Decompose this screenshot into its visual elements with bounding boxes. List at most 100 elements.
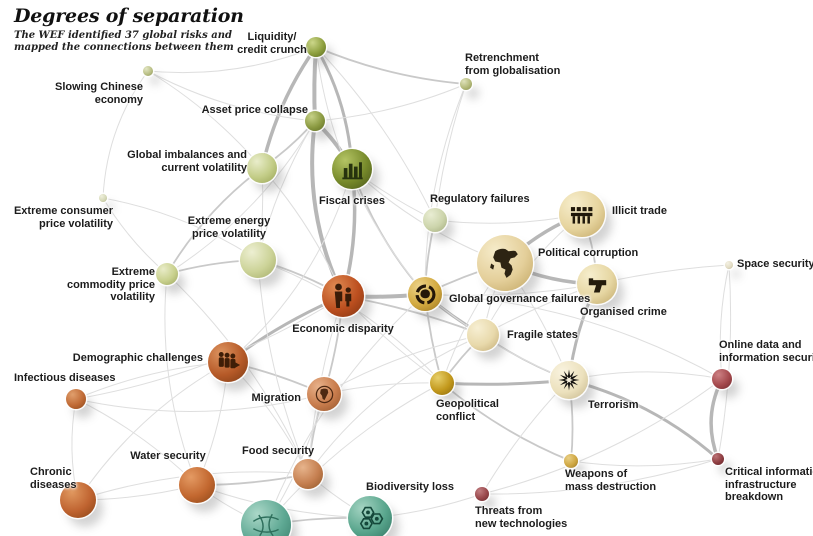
node-fragile[interactable] [467, 319, 499, 351]
label-migration: Migration [251, 392, 302, 404]
node-migration[interactable] [307, 377, 341, 411]
node-governance[interactable] [408, 277, 442, 311]
label-asset: Asset price collapse [201, 104, 308, 116]
node-corruption[interactable] [477, 235, 533, 291]
edge-infectious-water [75, 398, 198, 486]
edge-retrench-regulatory [434, 83, 467, 221]
label-terrorism: Terrorism [588, 399, 639, 411]
edge-fragile-migration [323, 334, 484, 395]
edge-liquidity-asset [312, 45, 318, 123]
gun-icon [583, 270, 612, 299]
edge-chinese-imbalances [147, 70, 263, 169]
node-wmd[interactable] [564, 454, 578, 468]
world-map-icon [485, 243, 526, 284]
edge-geopolitical-climate [265, 382, 443, 526]
node-commodity[interactable] [156, 263, 178, 285]
chart-subtitle-line2: mapped the connections between them [14, 42, 234, 53]
chart-subtitle-line1: The WEF identified 37 global risks and [14, 30, 233, 41]
chart-subtitle: The WEF identified 37 global risks and m… [14, 30, 244, 54]
edge-geopolitical-wmd [441, 382, 572, 462]
label-illicit: Illicit trade [612, 205, 668, 217]
hexagons-icon [354, 502, 386, 534]
edge-chinese-liquidity [147, 46, 317, 74]
label-corruption: Political corruption [538, 247, 639, 259]
node-biodiversity[interactable] [348, 496, 392, 536]
node-energy[interactable] [240, 242, 276, 278]
edge-imbalances-commodity [166, 167, 263, 275]
node-threats[interactable] [475, 487, 489, 501]
node-chinese[interactable] [143, 66, 153, 76]
node-consumer[interactable] [99, 194, 107, 202]
node-illicit[interactable] [559, 191, 605, 237]
node-disparity[interactable] [322, 275, 364, 317]
label-biodiversity: Biodiversity loss [366, 481, 455, 493]
node-fiscal[interactable] [332, 149, 372, 189]
node-terrorism[interactable] [550, 361, 588, 399]
node-chronic[interactable] [60, 482, 96, 518]
node-geopolitical[interactable] [430, 371, 454, 395]
edge-online-terrorism [568, 371, 723, 381]
label-fragile: Fragile states [507, 329, 578, 341]
label-fiscal: Fiscal crises [318, 195, 386, 207]
node-asset[interactable] [305, 111, 325, 131]
edge-demographic-chronic [77, 361, 229, 501]
node-online[interactable] [712, 369, 732, 389]
edge-energy-food [257, 259, 309, 475]
edge-commodity-water [164, 273, 198, 486]
node-infectious[interactable] [66, 389, 86, 409]
node-critical[interactable] [712, 453, 724, 465]
crowd-arrow-icon [214, 348, 243, 377]
label-regulatory: Regulatory failures [430, 193, 530, 205]
node-demographic[interactable] [208, 342, 248, 382]
label-food: Food security [242, 445, 315, 457]
edge-regulatory-liquidity [315, 46, 436, 221]
edge-threats-online [481, 378, 723, 495]
label-water: Water security [130, 450, 206, 462]
edge-demographic-fiscal [227, 168, 353, 363]
label-disparity: Economic disparity [292, 323, 394, 335]
edge-terrorism-critical [567, 378, 720, 461]
node-liquidity[interactable] [306, 37, 326, 57]
label-governance: Global governance failures [449, 293, 591, 305]
node-organised[interactable] [577, 264, 617, 304]
edge-infectious-disparity [75, 295, 344, 400]
map-lines-icon [248, 507, 284, 536]
edge-retrench-asset [314, 83, 467, 122]
node-food[interactable] [293, 459, 323, 489]
node-climate[interactable] [241, 500, 291, 536]
node-space[interactable] [725, 261, 733, 269]
edge-infectious-migration [75, 393, 325, 412]
edge-space-online [719, 264, 730, 380]
label-demographic: Demographic challenges [72, 352, 203, 364]
label-critical: Critical informationinfrastructurebreakd… [725, 466, 813, 503]
edge-fragile-food [307, 334, 484, 475]
node-retrench[interactable] [460, 78, 472, 90]
edge-fiscal-governance [351, 168, 426, 295]
edge-chinese-asset [147, 70, 316, 122]
africa-globe-icon [312, 382, 337, 407]
edge-threats-critical [481, 458, 719, 495]
bar-chart-icon [338, 155, 367, 184]
edge-liquidity-retrench [315, 46, 467, 85]
node-water[interactable] [179, 467, 215, 503]
explosion-icon [555, 366, 583, 394]
edge-consumer-energy [102, 197, 259, 261]
edge-commodity-asset [166, 120, 316, 275]
label-space: Space security [737, 258, 813, 270]
crates-icon [566, 198, 599, 231]
node-regulatory[interactable] [423, 208, 447, 232]
two-people-icon [328, 281, 358, 311]
edge-governance-online [424, 293, 723, 380]
edge-space-critical [717, 264, 732, 460]
node-imbalances[interactable] [247, 153, 277, 183]
